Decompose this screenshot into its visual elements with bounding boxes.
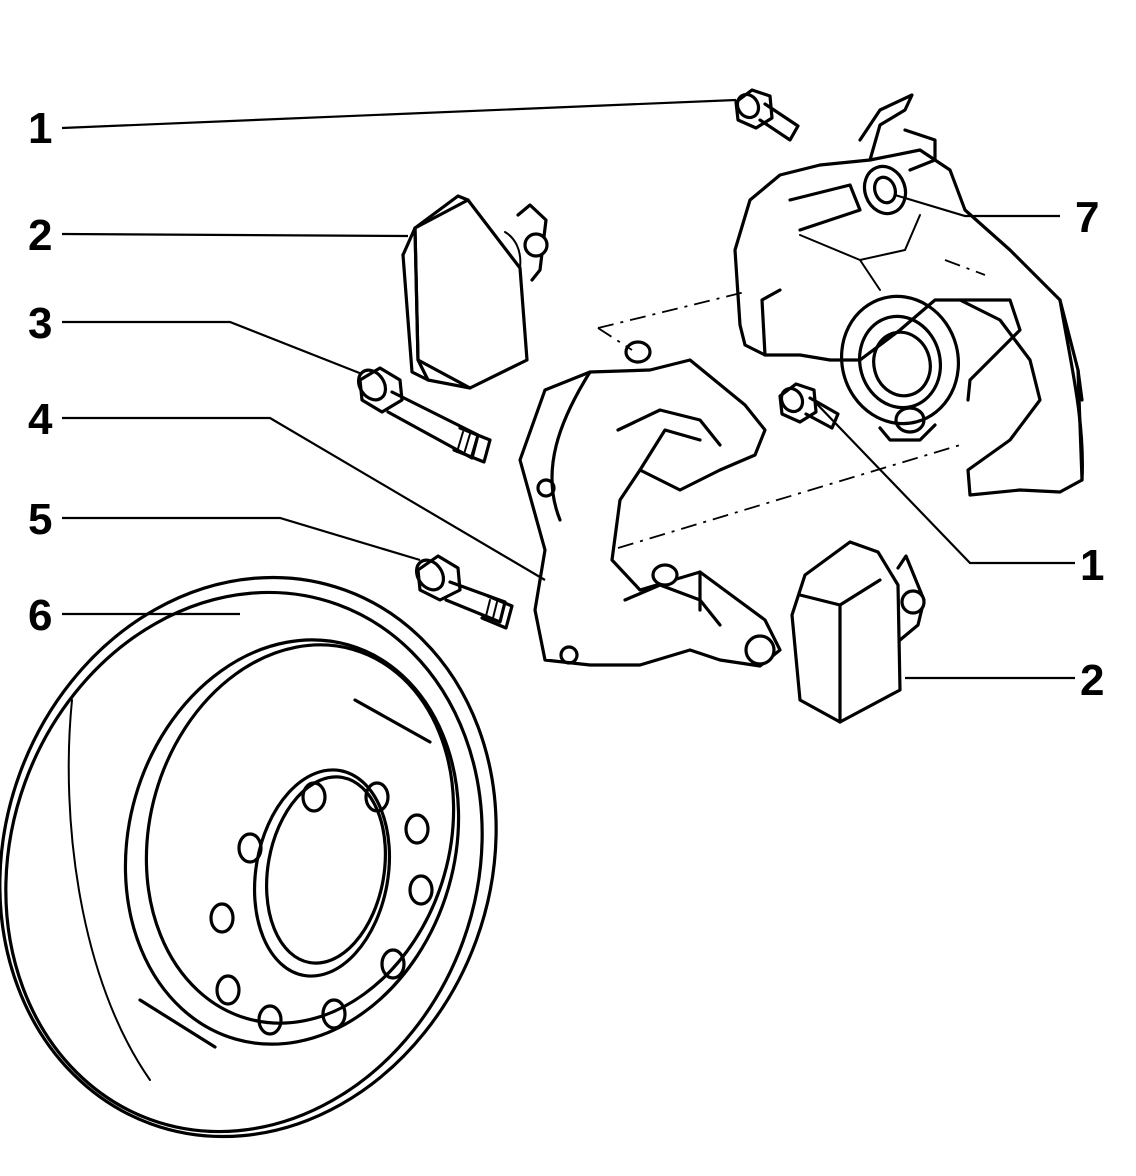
caliper-carrier xyxy=(518,340,782,668)
caliper-bolt-top xyxy=(734,88,800,142)
caliper-bolt-lower xyxy=(778,382,840,430)
callout-5: 5 xyxy=(28,495,52,544)
callout-1-top: 1 xyxy=(28,104,52,153)
brake-pad-outer xyxy=(790,540,926,724)
guide-bolt-3 xyxy=(356,366,492,464)
callout-2-right: 2 xyxy=(1080,656,1104,705)
caliper-housing xyxy=(733,93,1084,497)
leader-lines xyxy=(61,98,1075,680)
callout-7: 7 xyxy=(1075,193,1099,242)
guide-bolt-5 xyxy=(414,554,514,630)
callout-6: 6 xyxy=(28,591,52,640)
alignment-lines xyxy=(597,259,986,549)
callout-4: 4 xyxy=(28,395,53,444)
callout-2-left: 2 xyxy=(28,211,52,260)
brake-pad-inner xyxy=(401,194,549,390)
brake-disc xyxy=(0,575,498,1139)
callouts: 1 2 3 4 5 6 7 1 2 xyxy=(28,104,1104,705)
callout-3: 3 xyxy=(28,299,52,348)
callout-1-right: 1 xyxy=(1080,541,1104,590)
